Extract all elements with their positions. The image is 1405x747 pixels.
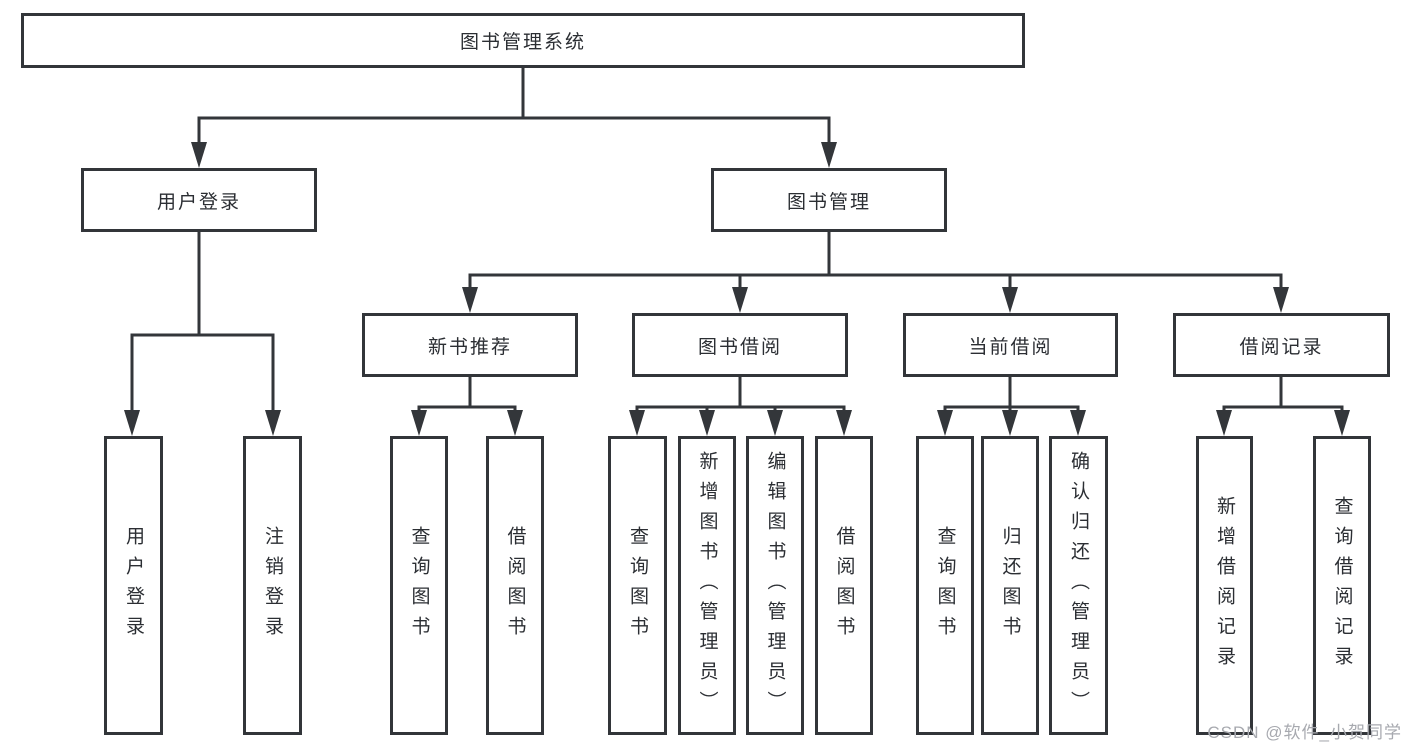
node-label: 当前借阅 <box>968 336 1053 358</box>
leaf-query-borrow-record: 查询借阅记录 <box>1313 436 1371 735</box>
node-label: 确认归还（管理员） <box>1068 450 1089 721</box>
node-label: 查询图书 <box>408 525 430 646</box>
node-book-management: 图书管理 <box>711 168 947 232</box>
node-label: 借阅图书 <box>833 525 855 646</box>
csdn-watermark: CSDN @软件_小贺同学 <box>1207 723 1402 742</box>
leaf-query-books-recommend: 查询图书 <box>390 436 448 735</box>
leaf-borrow-books: 借阅图书 <box>815 436 873 735</box>
leaf-query-books-borrowing: 查询图书 <box>608 436 667 735</box>
node-new-book-recommend: 新书推荐 <box>362 313 578 377</box>
node-label: 查询借阅记录 <box>1331 495 1353 676</box>
leaf-add-borrow-record: 新增借阅记录 <box>1196 436 1253 735</box>
node-label: 用户登录 <box>123 525 144 646</box>
node-label: 借阅图书 <box>504 525 526 646</box>
node-label: 查询图书 <box>627 525 648 646</box>
leaf-borrow-books-recommend: 借阅图书 <box>486 436 544 735</box>
node-current-borrowing: 当前借阅 <box>903 313 1118 377</box>
node-library-management-system: 图书管理系统 <box>21 13 1025 68</box>
leaf-query-books-current: 查询图书 <box>916 436 974 735</box>
node-label: 新增借阅记录 <box>1214 495 1235 676</box>
node-label: 新增图书（管理员） <box>696 450 718 721</box>
leaf-confirm-return-admin: 确认归还（管理员） <box>1049 436 1108 735</box>
node-book-borrowing: 图书借阅 <box>632 313 848 377</box>
leaf-logout: 注销登录 <box>243 436 302 735</box>
node-borrowing-records: 借阅记录 <box>1173 313 1390 377</box>
leaf-user-login: 用户登录 <box>104 436 163 735</box>
leaf-add-books-admin: 新增图书（管理员） <box>678 436 736 735</box>
node-label: 用户登录 <box>156 191 241 213</box>
leaf-return-books: 归还图书 <box>981 436 1039 735</box>
node-label: 注销登录 <box>262 525 283 646</box>
node-label: 借阅记录 <box>1239 336 1324 358</box>
node-label: 归还图书 <box>999 525 1021 646</box>
node-user-login: 用户登录 <box>81 168 317 232</box>
node-label: 查询图书 <box>934 525 956 646</box>
node-label: 图书借阅 <box>697 336 782 358</box>
node-label: 图书管理系统 <box>459 32 586 53</box>
node-label: 图书管理 <box>786 191 871 213</box>
node-label: 新书推荐 <box>427 336 512 358</box>
leaf-edit-books-admin: 编辑图书（管理员） <box>746 436 804 735</box>
node-label: 编辑图书（管理员） <box>764 450 786 721</box>
